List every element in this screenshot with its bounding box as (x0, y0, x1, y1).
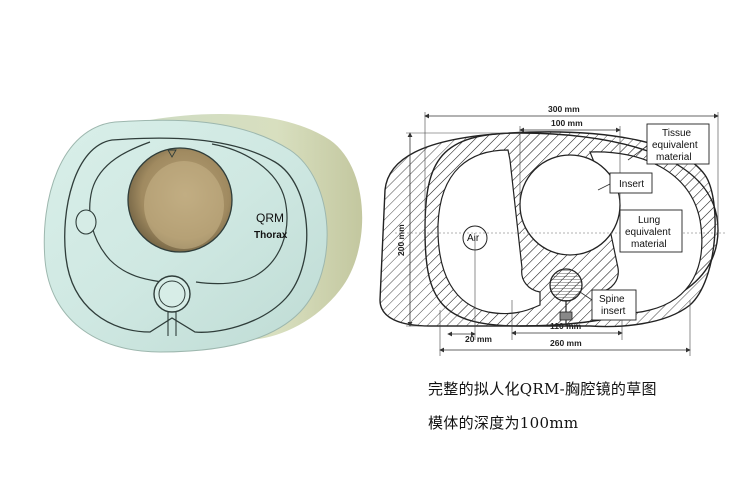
insert-leader (597, 183, 611, 191)
spine-label-box (591, 289, 637, 321)
dim-20-label: 20 mm (465, 334, 492, 344)
spine-label-line1: Spine (599, 294, 625, 305)
dim-110-label: 110 mm (550, 321, 582, 331)
dim-100-label: 100 mm (551, 118, 583, 128)
lung-left (437, 149, 541, 315)
insert-label: Insert (619, 179, 644, 190)
spine-insert-circle (549, 268, 583, 302)
lung-label-box (619, 209, 683, 253)
insert-circle (519, 154, 621, 256)
spine-label-line2: insert (601, 306, 626, 317)
dim-300-label: 300 mm (548, 104, 580, 114)
tissue-leader (627, 145, 648, 161)
thorax-phantom-render: QRM Thorax (43, 114, 363, 353)
tissue-label-line2: equivalent (652, 140, 698, 151)
tissue-label-box (646, 123, 710, 165)
phantom-outline-groove (64, 137, 308, 333)
tissue-label-line3: material (656, 152, 692, 163)
tissue-label-line1: Tissue (662, 128, 692, 139)
cross-section-drawing: Air 300 mm 100 mm 200 mm 20 mm 110 mm 26… (379, 104, 725, 356)
spine-leader (579, 291, 593, 301)
phantom-model-name: Thorax (254, 230, 288, 241)
lung-label-line2: equivalent (625, 227, 671, 238)
phantom-inner-line-right (195, 143, 288, 285)
phantom-logo: QRM (256, 211, 284, 225)
dim-200-label: 200 mm (396, 224, 406, 256)
phantom-spine-insert-ring (158, 280, 186, 308)
caption-line-1: 完整的拟人化QRM-胸腔镜的草图 (428, 380, 657, 398)
lung-label-line1: Lung (638, 215, 660, 226)
phantom-insert-hole-inner (144, 161, 224, 249)
phantom-spine-stem (167, 312, 177, 336)
insert-label-box (609, 172, 653, 194)
spine-stem-tab (559, 311, 573, 321)
caption-line-2: 模体的深度为100mm (428, 414, 579, 432)
air-label: Air (467, 233, 480, 244)
dim-260-label: 260 mm (550, 338, 582, 348)
lung-label-line3: material (631, 239, 667, 250)
phantom-air-hole (75, 209, 97, 235)
alignment-marker-icon (167, 149, 177, 158)
